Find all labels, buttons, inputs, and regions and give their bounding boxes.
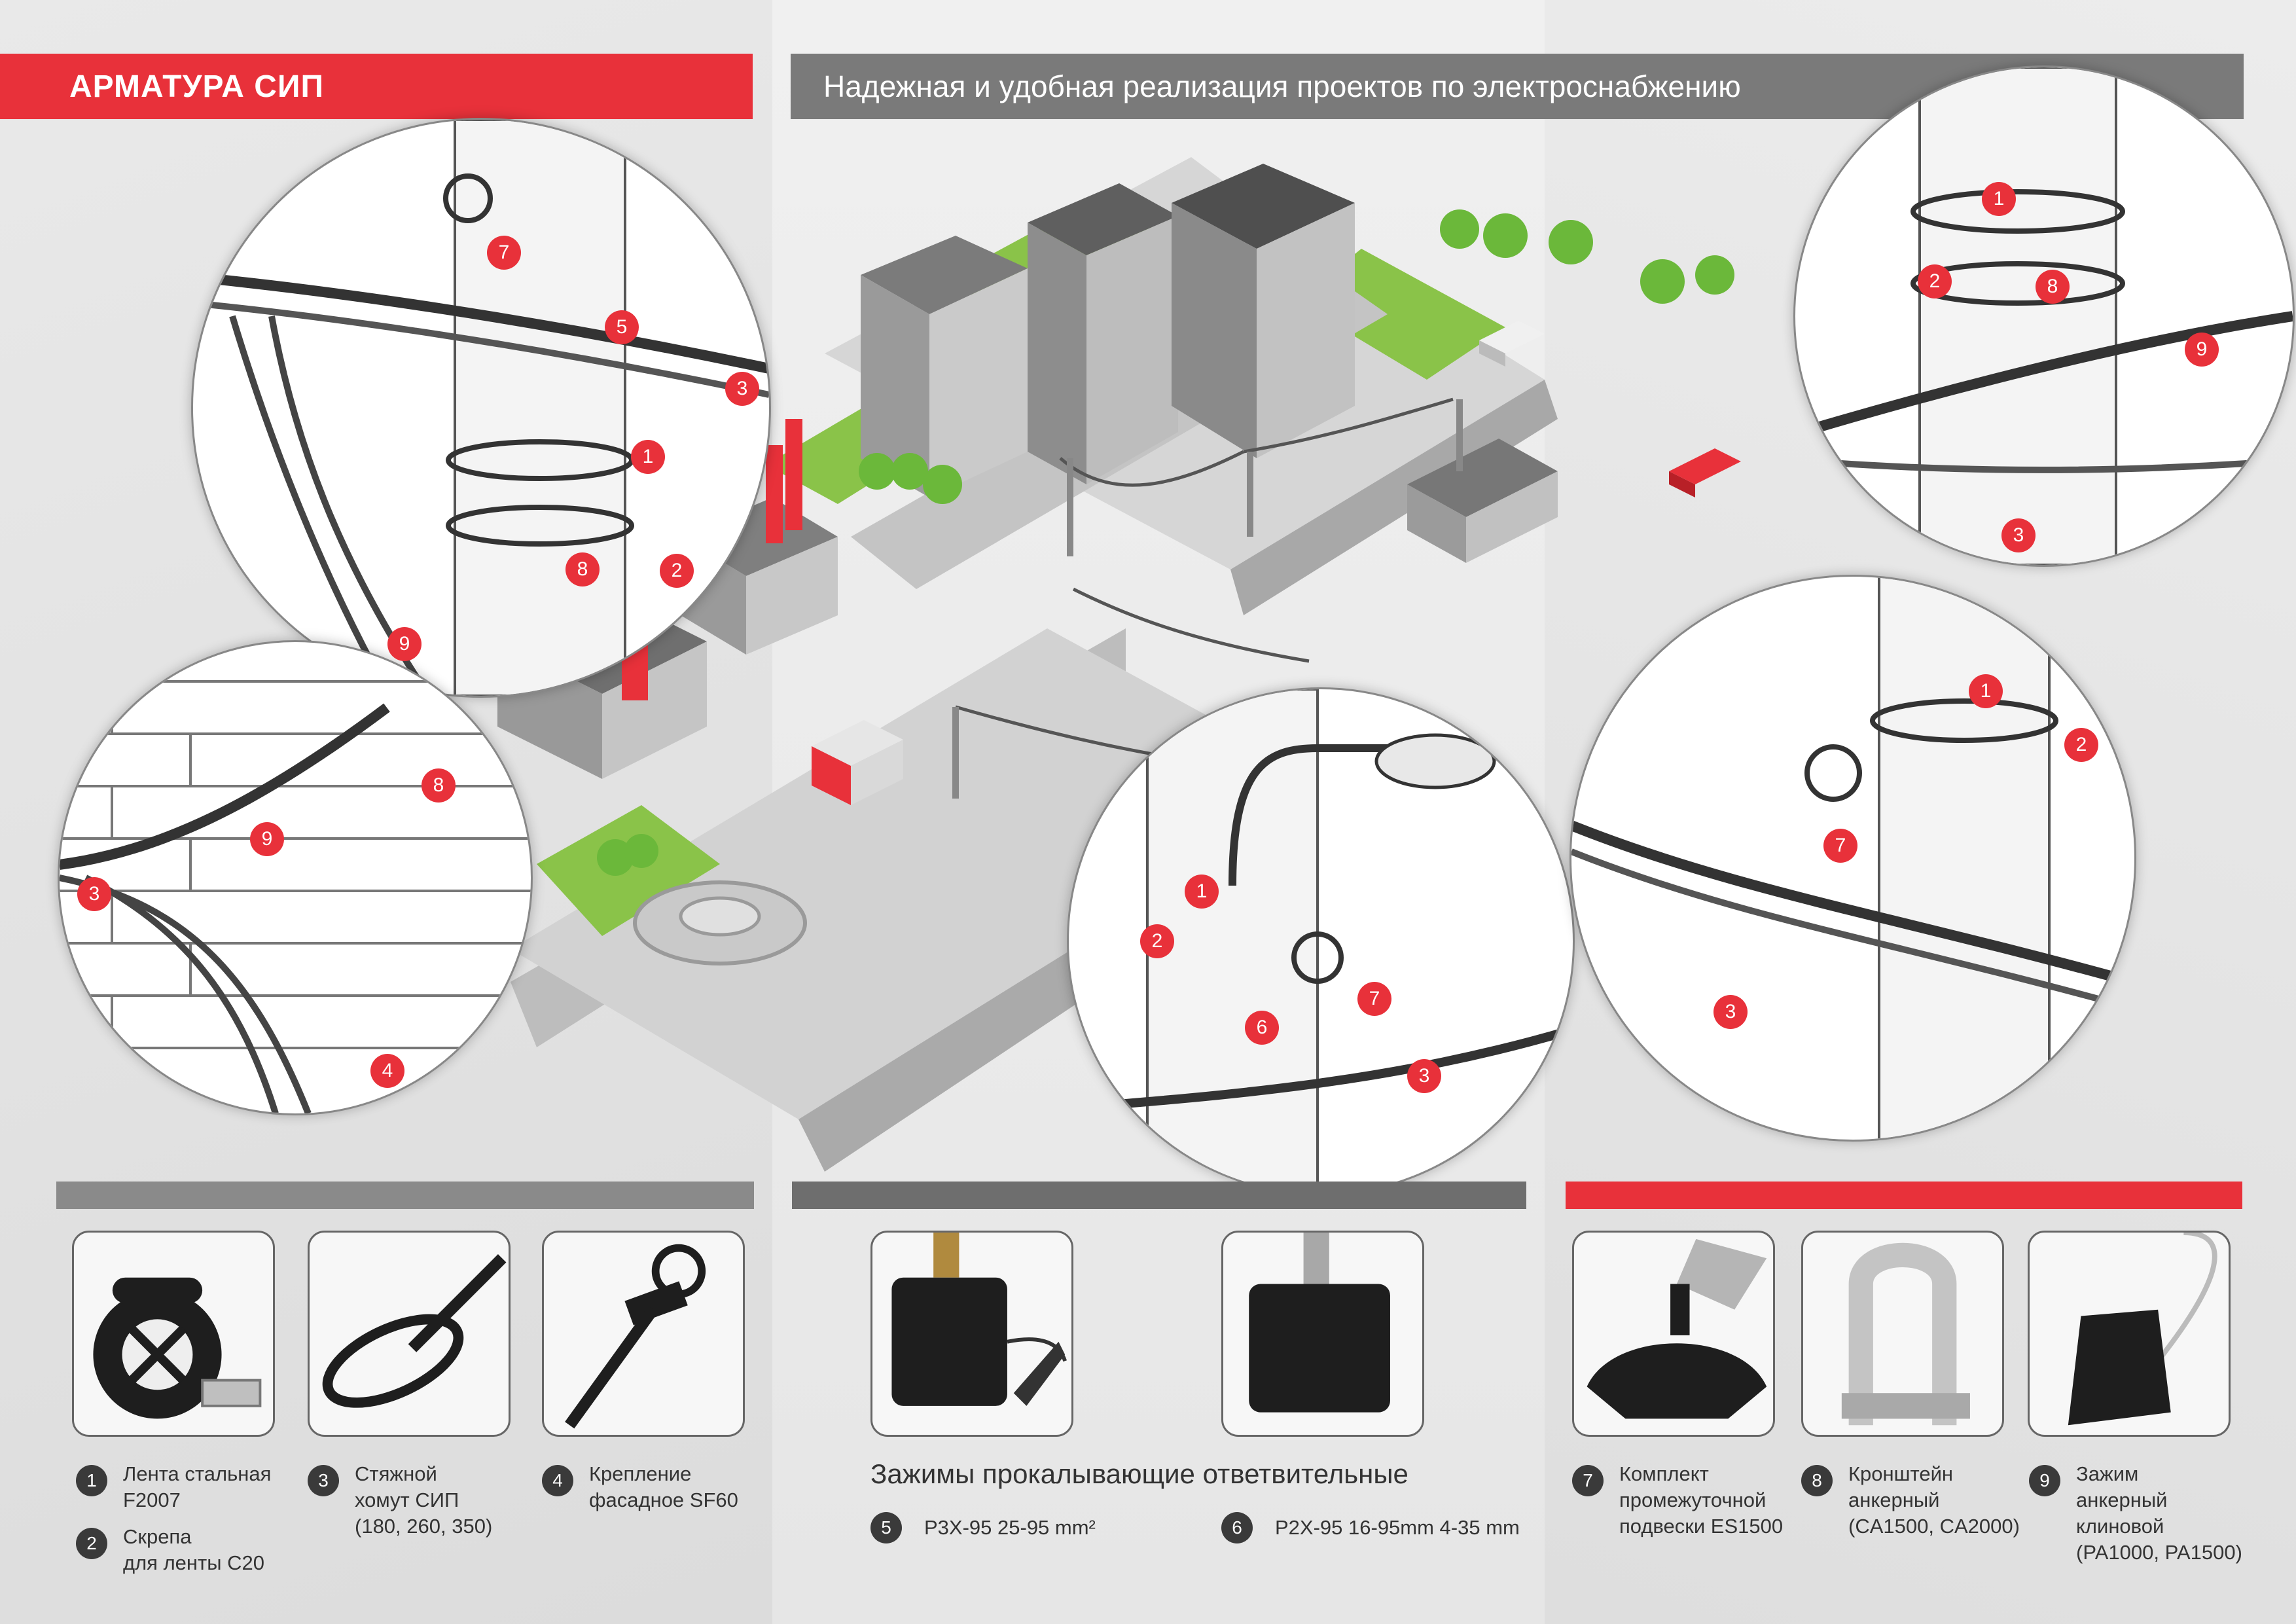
suspension-detail-circle — [1570, 575, 2136, 1142]
marker-2: 2 — [1140, 924, 1174, 958]
badge-7: 7 — [1572, 1465, 1604, 1496]
section-strip-anchors — [1566, 1182, 2242, 1209]
badge-5: 5 — [870, 1512, 902, 1543]
badge-9: 9 — [2029, 1465, 2060, 1496]
marker-1: 1 — [1185, 875, 1219, 909]
marker-8: 8 — [422, 768, 456, 803]
caption-es1500: Комплект промежуточной подвески ES1500 — [1619, 1462, 1784, 1538]
marker-8: 8 — [2036, 270, 2070, 304]
clamps-heading: Зажимы прокалывающие ответвительные — [870, 1458, 1408, 1489]
caption-pa1000: Зажим анкерный клиновой (PA1000, PA1500) — [2076, 1462, 2242, 1564]
marker-6: 6 — [1245, 1011, 1279, 1045]
caption-cable-tie: Стяжной хомут СИП (180, 260, 350) — [355, 1462, 493, 1538]
steel-band-icon — [93, 1277, 262, 1419]
product-card-p3x — [870, 1231, 1073, 1437]
badge-8: 8 — [1801, 1465, 1833, 1496]
caption-p2x: P2X-95 16-95mm 4-35 mm — [1275, 1516, 1520, 1539]
caption-facade-fixing: Крепление фасадное SF60 — [589, 1462, 738, 1511]
marker-3: 3 — [2001, 518, 2036, 552]
badge-6: 6 — [1221, 1512, 1253, 1543]
badge-3: 3 — [308, 1465, 339, 1496]
marker-1: 1 — [1969, 674, 2003, 708]
marker-9: 9 — [2185, 333, 2219, 367]
marker-3: 3 — [1713, 995, 1748, 1029]
facade-fixing-icon — [565, 1244, 706, 1429]
caption-buckle: Скрепа для ленты С20 — [123, 1525, 264, 1574]
marker-3: 3 — [77, 877, 111, 911]
badge-4: 4 — [542, 1465, 573, 1496]
marker-4: 4 — [370, 1054, 404, 1088]
product-card-facade-fixing — [542, 1231, 745, 1437]
pole-detail-circle — [191, 118, 771, 698]
piercing-clamp-icon — [891, 1233, 1067, 1406]
piercing-clamp-icon — [1249, 1233, 1390, 1413]
product-card-ca1500 — [1801, 1231, 2004, 1437]
marker-3: 3 — [1407, 1059, 1441, 1093]
suspension-set-icon — [1587, 1238, 1767, 1419]
facade-detail-circle — [58, 640, 533, 1115]
product-card-es1500 — [1572, 1231, 1775, 1437]
caption-steel-band: Лента стальная F2007 — [123, 1462, 272, 1511]
marker-2: 2 — [2064, 728, 2098, 762]
marker-7: 7 — [1357, 982, 1391, 1016]
marker-7: 7 — [487, 236, 521, 270]
marker-5: 5 — [605, 310, 639, 344]
marker-7: 7 — [1823, 829, 1857, 863]
cable-tie-icon — [322, 1254, 507, 1408]
product-card-p2x — [1221, 1231, 1424, 1437]
anchor-detail-circle — [1793, 65, 2295, 567]
marker-1: 1 — [1982, 182, 2016, 216]
product-card-steel-band — [72, 1231, 275, 1437]
caption-ca1500: Кронштейн анкерный (CA1500, CA2000) — [1848, 1462, 2020, 1538]
section-strip-fasteners — [56, 1182, 754, 1209]
section-title: АРМАТУРА СИП — [0, 54, 753, 119]
anchor-bracket-icon — [1841, 1242, 1970, 1426]
badge-1: 1 — [76, 1465, 107, 1496]
caption-p3x: P3X-95 25-95 mm² — [924, 1516, 1096, 1539]
wedge-clamp-icon — [2068, 1233, 2217, 1426]
product-card-cable-tie — [308, 1231, 511, 1437]
marker-9: 9 — [250, 822, 284, 856]
marker-9: 9 — [387, 627, 422, 661]
marker-2: 2 — [1918, 264, 1952, 298]
marker-1: 1 — [631, 440, 665, 474]
section-strip-clamps — [792, 1182, 1526, 1209]
badge-2: 2 — [76, 1528, 107, 1559]
marker-3: 3 — [725, 372, 759, 406]
marker-2: 2 — [660, 554, 694, 588]
marker-8: 8 — [565, 552, 600, 586]
product-card-pa1000 — [2028, 1231, 2231, 1437]
